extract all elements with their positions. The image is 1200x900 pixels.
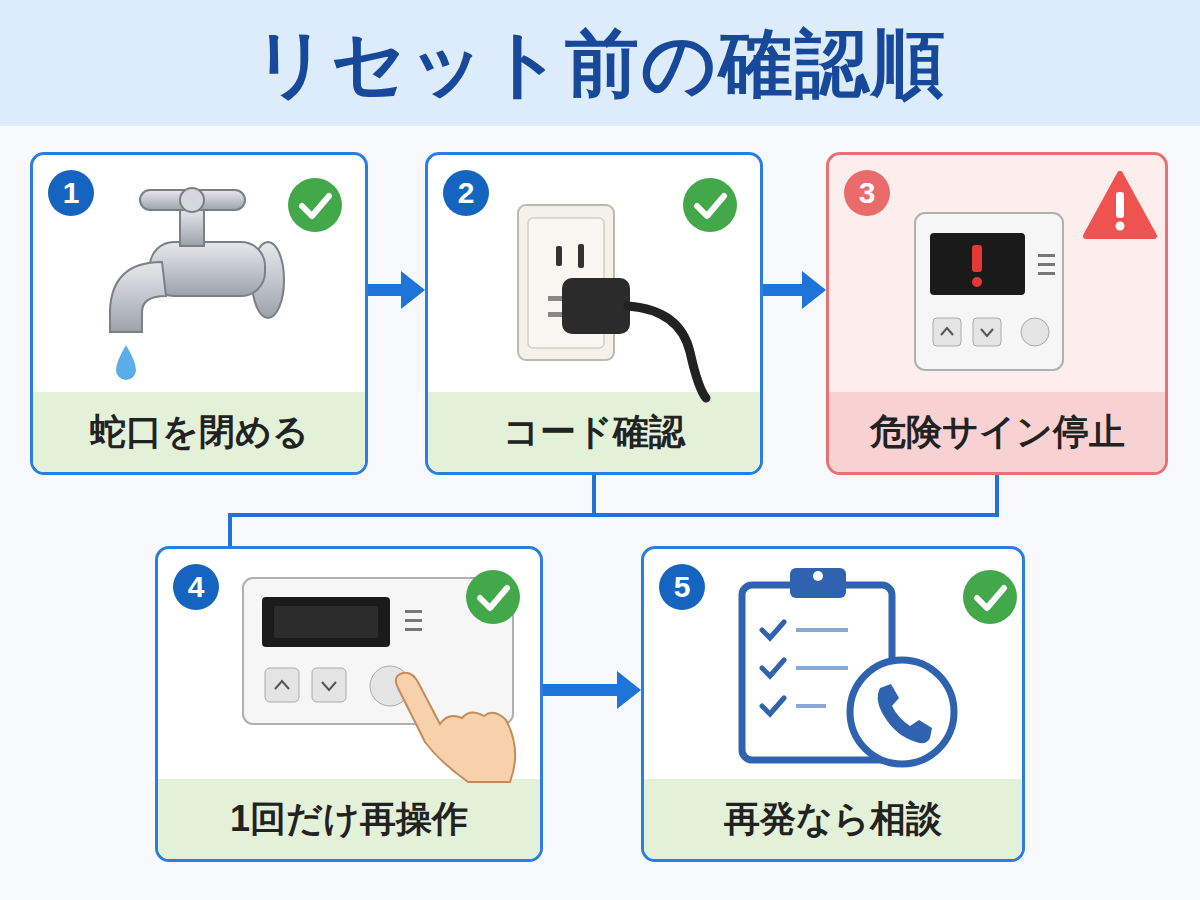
label-band: 危険サイン停止 — [829, 392, 1165, 472]
number-badge: 5 — [659, 564, 705, 610]
check-mark — [683, 178, 737, 232]
step-number: 2 — [458, 176, 475, 209]
label-band: コード確認 — [428, 392, 760, 472]
label-band: 再発なら相談 — [644, 779, 1022, 859]
check-mark — [288, 178, 342, 232]
faucet-icon — [110, 188, 284, 380]
connector-line — [368, 284, 403, 296]
connector-line — [230, 475, 997, 546]
step-card: 4 1回だけ再操作 — [155, 546, 543, 862]
arrow-head — [802, 271, 826, 309]
number-badge: 3 — [844, 170, 890, 216]
title-text: リセット前の確認順 — [253, 22, 947, 105]
step-card: 5 再発なら相談 — [641, 546, 1025, 862]
flow-connector — [230, 475, 594, 546]
step-label: 1回だけ再操作 — [230, 795, 468, 844]
step-number: 1 — [63, 176, 80, 209]
control-panel-icon — [243, 578, 515, 782]
connector-line — [763, 284, 804, 296]
arrow-head — [617, 671, 641, 709]
flow-connector — [230, 475, 997, 546]
flow-connector — [543, 671, 641, 709]
step-label: 危険サイン停止 — [870, 408, 1125, 457]
number-badge: 4 — [173, 564, 219, 610]
error-panel-icon — [915, 213, 1063, 370]
check-mark — [466, 570, 520, 624]
warning-triangle — [1086, 174, 1154, 236]
step-number: 4 — [188, 570, 205, 603]
outlet-icon — [518, 205, 706, 398]
number-badge: 2 — [443, 170, 489, 216]
clipboard-icon — [742, 568, 892, 760]
connector-line — [230, 475, 594, 546]
step-label: コード確認 — [503, 408, 685, 457]
connector-line — [543, 684, 619, 696]
step-number: 3 — [859, 176, 876, 209]
flow-connector — [368, 271, 425, 309]
label-band: 1回だけ再操作 — [158, 779, 540, 859]
title: リセット前の確認順 — [0, 14, 1200, 114]
step-number: 5 — [674, 570, 691, 603]
step-card: 1 蛇口を閉める — [30, 152, 368, 475]
step-card: 3 危険サイン停止 — [826, 152, 1168, 475]
check-mark — [963, 570, 1017, 624]
number-badge: 1 — [48, 170, 94, 216]
step-card: 2 コード確認 — [425, 152, 763, 475]
step-label: 再発なら相談 — [724, 795, 942, 844]
arrow-head — [401, 271, 425, 309]
phone-icon — [850, 660, 954, 764]
step-label: 蛇口を閉める — [90, 408, 309, 457]
label-band: 蛇口を閉める — [33, 392, 365, 472]
flow-connector — [763, 271, 826, 309]
